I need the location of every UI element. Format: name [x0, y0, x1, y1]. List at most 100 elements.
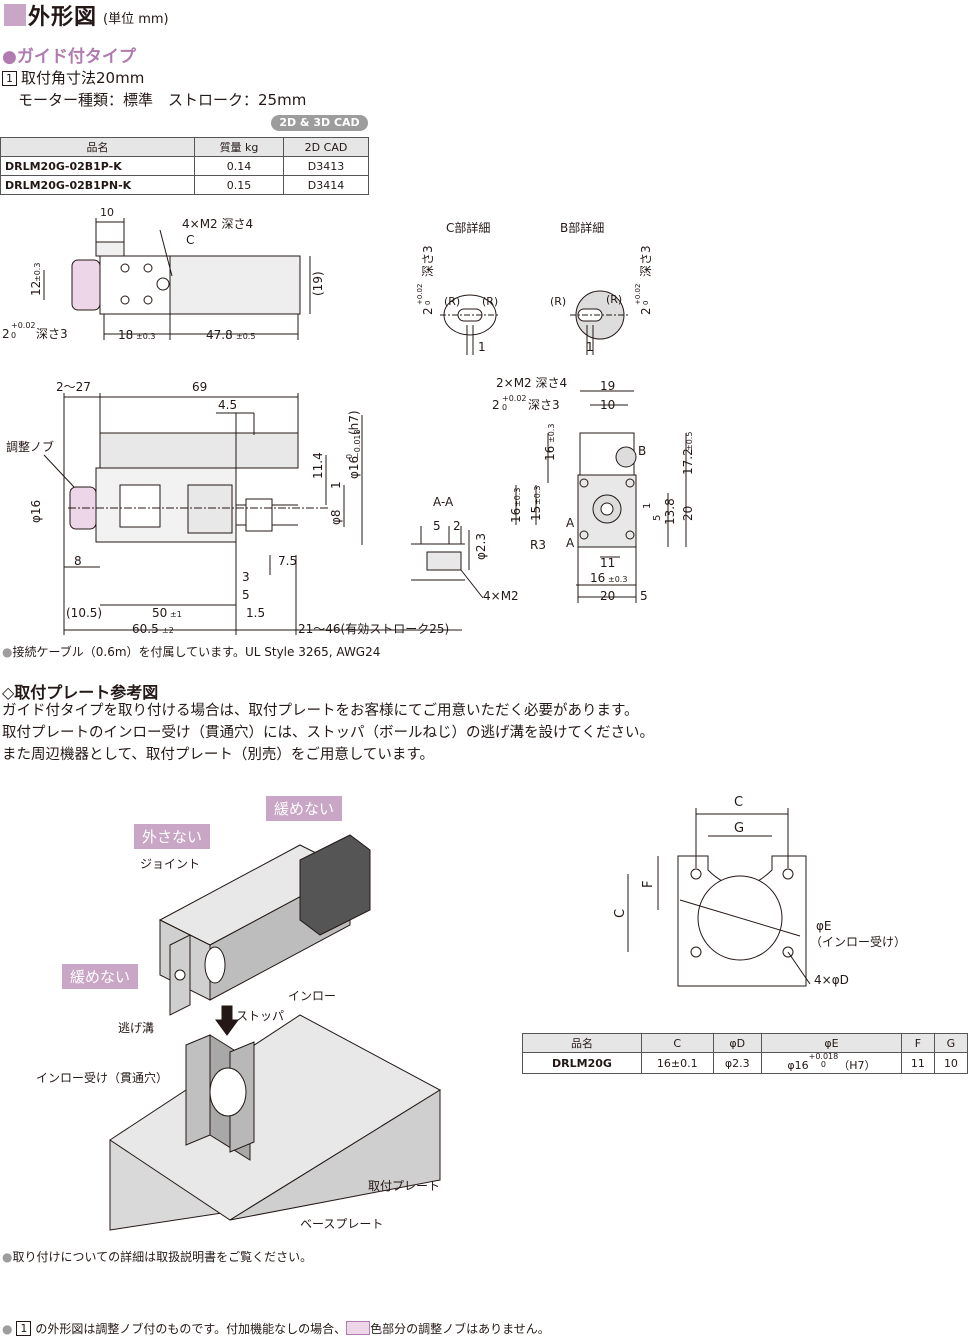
- table-header: G: [933, 1033, 969, 1053]
- table-header: 質量 kg: [194, 137, 284, 157]
- dim-1: 1: [586, 340, 594, 354]
- cad-badge[interactable]: 2D & 3D CAD: [271, 115, 368, 131]
- plate-table: 品名 C φD φE F G DRLM20G 16±0.1 φ2.3 φ16+0…: [522, 1033, 969, 1074]
- table-cell: 16±0.1: [641, 1052, 714, 1074]
- c-detail-title: C部詳細: [446, 220, 490, 235]
- dim-11: 11: [600, 556, 615, 570]
- dim-phi16: φ16: [29, 500, 43, 523]
- dim-phi16-tol-up: 0: [345, 454, 354, 459]
- tol-03: ±0.3: [608, 575, 627, 584]
- note-bullet: ●: [2, 1250, 13, 1264]
- table-header: 2D CAD: [283, 137, 369, 157]
- label-base: ベースプレート: [300, 1217, 383, 1231]
- table-cell[interactable]: D3413: [283, 156, 369, 176]
- label-f: F: [641, 881, 656, 888]
- table-header: 品名: [0, 137, 195, 157]
- tol-03: ±0.3: [547, 424, 556, 443]
- dim-5: 5: [242, 588, 250, 602]
- tol-03: ±0.3: [513, 488, 522, 507]
- dim-12-tol: ±0.3: [33, 263, 42, 282]
- table-header: F: [900, 1033, 935, 1053]
- guide-type-heading: ●ガイド付タイプ: [2, 47, 136, 67]
- dim-depth: 深さ3: [421, 245, 435, 277]
- dim-3: 3: [242, 570, 250, 584]
- dim-2: 2: [2, 327, 10, 341]
- tol-up: +0.02: [416, 284, 424, 305]
- plate-paragraph-line: 取付プレートのインロー受け（貫通穴）には、ストッパ（ボールねじ）の逃げ溝を設けて…: [2, 725, 655, 741]
- dim-69: 69: [192, 380, 207, 394]
- dim-2: 2: [421, 307, 435, 315]
- table-row: DRLM20G-02B1P-K 0.14 D3413: [0, 156, 369, 176]
- dim-phi16-h7: φ16: [347, 456, 361, 479]
- dim-4-5: 4.5: [218, 398, 237, 412]
- table-header: 品名: [522, 1033, 642, 1053]
- dim-19: (19): [311, 271, 325, 296]
- label-a: A: [566, 516, 575, 530]
- dim-h7: (h7): [347, 410, 361, 435]
- dim-7-5: 7.5: [278, 554, 297, 568]
- label-inro-recv: （インロー受け）: [810, 935, 906, 949]
- dim-60-5: 60.5: [132, 622, 159, 636]
- dim-50-tol: ±1: [170, 610, 182, 619]
- phi-e-tol-lo: 0: [820, 1060, 826, 1069]
- dim-20b: 20: [600, 589, 615, 603]
- item-title-text: 取付角寸法20mm: [21, 69, 145, 87]
- plate-paragraph-line: また周辺機器として、取付プレート（別売）をご用意しています。: [2, 747, 434, 763]
- dim-2-tol-lo: 0: [11, 331, 16, 340]
- badge-loosen-left: 緩めない: [62, 964, 139, 989]
- note-knob-text-after: 色部分の調整ノブはありません。: [370, 1322, 550, 1336]
- top-view-drawing: 10 4×M2 深さ4 C 12 ±0.3 (19) 2 +0.02 0 深さ3…: [2, 206, 325, 342]
- note-knob-text-before: の外形図は調整ノブ付のものです。付加機能なしの場合、: [35, 1322, 347, 1336]
- badge-loosen-top: 緩めない: [266, 796, 343, 821]
- section-a-a: A-A 5 2 φ2.3 4×M2: [411, 495, 519, 603]
- table-cell: 10: [933, 1052, 969, 1074]
- dim-1: 1: [642, 503, 653, 509]
- label-g: G: [734, 821, 744, 836]
- dim-hole: 4×M2 深さ4: [182, 217, 253, 231]
- dim-20: 20: [681, 506, 695, 521]
- note-manual: ●取り付けについての詳細は取扱説明書をご覧ください。: [2, 1248, 312, 1265]
- note-bullet: ●: [2, 1322, 13, 1336]
- dim-5: 5: [652, 515, 663, 521]
- dim-1-5: 1.5: [246, 606, 265, 620]
- dim-11-4: 11.4: [311, 452, 325, 479]
- dim-r3: R3: [530, 538, 546, 552]
- dim-50: 50: [152, 606, 167, 620]
- tol-lo: 0: [424, 301, 432, 305]
- label-phi-e: φE: [816, 919, 832, 933]
- table-cell: DRLM20G: [522, 1052, 642, 1074]
- detail-drawings: C部詳細 B部詳細 (R) (R) (R) (R) 1 1 深さ3 深さ3 2 …: [416, 220, 653, 355]
- dim-47-8: 47.8: [206, 328, 233, 342]
- label-joint: ジョイント: [140, 857, 200, 871]
- table-row: DRLM20G-02B1PN-K 0.15 D3414: [0, 175, 369, 195]
- dim-17-2: 17.2: [681, 448, 695, 475]
- dim-5: 5: [433, 519, 441, 533]
- dim-phi2-3: φ2.3: [474, 533, 488, 560]
- b-detail-title: B部詳細: [560, 220, 604, 235]
- dim-12: 12: [29, 281, 43, 296]
- label-groove: 逃げ溝: [118, 1021, 154, 1035]
- r-label: (R): [482, 295, 498, 308]
- table-cell: DRLM20G-02B1PN-K: [0, 175, 195, 195]
- dim-16: 16: [543, 446, 557, 461]
- label-a: A: [566, 536, 575, 550]
- table-header-row: 品名 C φD φE F G: [522, 1033, 969, 1053]
- dim-17-2-tol: ±0.5: [685, 432, 694, 451]
- dim-8: 8: [74, 554, 82, 568]
- tol-up: +0.02: [502, 394, 527, 403]
- note-cable-text: 接続ケーブル（0.6m）を付属しています。UL Style 3265, AWG2…: [12, 645, 381, 659]
- dim-phi16-tol-lo: −0.018: [353, 429, 362, 459]
- table-cell[interactable]: D3414: [283, 175, 369, 195]
- dim-18: 18: [118, 328, 133, 342]
- plate-paragraph-line: ガイド付タイプを取り付ける場合は、取付プレートをお客様にてご用意いただく必要があ…: [2, 703, 639, 719]
- table-cell: φ2.3: [712, 1052, 763, 1074]
- dim-hole: 2×M2 深さ4: [496, 376, 567, 390]
- dim-2-tol-up: +0.02: [11, 321, 36, 330]
- tol-lo: 0: [502, 403, 507, 412]
- tol-lo: 0: [642, 301, 650, 305]
- item-number-box: 1: [2, 71, 17, 86]
- label-stopper: ストッパ: [236, 1009, 284, 1023]
- dim-16b: 16: [509, 508, 523, 523]
- table-cell: 11: [900, 1052, 935, 1074]
